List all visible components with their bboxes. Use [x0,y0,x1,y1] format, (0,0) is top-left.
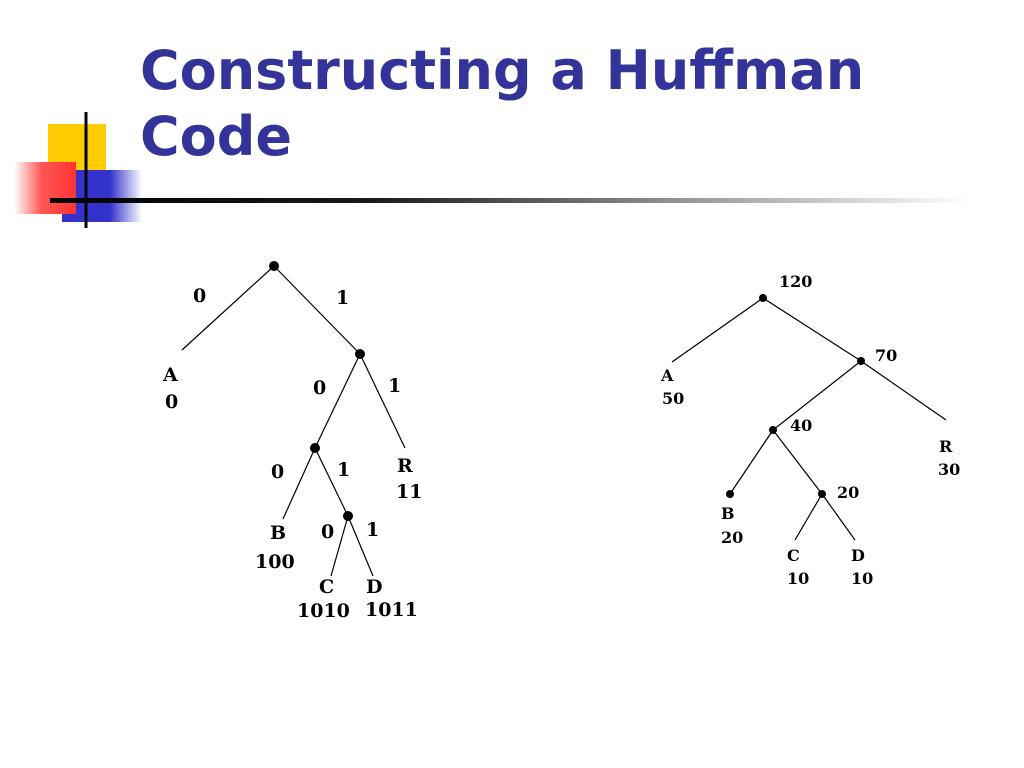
leaf-symbol: R [397,455,413,477]
leaf-symbol: C [319,576,334,598]
edge-label: 1 [366,519,379,541]
node-weight: 40 [790,416,812,435]
deco-red-square [14,162,76,214]
tree-node [355,349,365,359]
leaf-weight: 30 [938,460,960,479]
title-underline [50,198,970,203]
tree-edge [282,447,316,520]
tree-edge [794,493,823,541]
node-weight: 20 [837,483,859,502]
leaf-symbol: B [270,522,286,544]
leaf-symbol: A [660,366,674,385]
leaf-symbol: D [366,576,382,598]
tree-node [759,294,767,302]
leaf-weight: 10 [851,569,873,588]
leaf-weight: 10 [787,569,809,588]
tree-node [269,261,279,271]
leaf-code: 0 [165,391,178,413]
edge-label: 0 [193,285,206,307]
tree-edge [181,265,275,351]
leaf-symbol: A [162,364,178,386]
node-weight: 120 [779,272,812,291]
edge-label: 1 [337,459,350,481]
tree-edge [772,429,823,495]
tree-edge [671,297,764,363]
leaf-weight: 20 [721,528,743,547]
leaf-symbol: R [939,437,953,456]
tree-edge [729,429,774,495]
slide-title: Constructing a Huffman Code [140,39,865,168]
edge-label: 1 [388,375,401,397]
tree-node [769,426,777,434]
edge-label: 0 [313,377,326,399]
leaf-symbol: D [851,546,865,565]
tree-edge [821,493,856,541]
leaf-code: 1010 [297,600,350,622]
tree-edge [860,360,947,421]
edge-label: 0 [321,521,334,543]
tree-node [343,511,353,521]
tree-node [857,357,865,365]
edge-label: 1 [336,287,349,309]
leaf-code: 11 [396,481,422,503]
tree-edge [359,353,406,449]
title-decoration [14,112,142,228]
tree-edge [273,265,361,355]
tree-edge [330,515,349,577]
edge-label: 0 [271,461,284,483]
tree-node [818,490,826,498]
tree-edge [314,353,361,449]
tree-edge [772,360,862,431]
tree-edge [762,297,862,362]
leaf-code: 100 [255,551,295,573]
leaf-symbol: B [721,504,735,523]
leaf-code: 1011 [365,599,418,621]
tree-node [726,490,734,498]
leaf-symbol: C [787,546,800,565]
tree-edge [314,447,349,517]
tree-edge [347,515,374,577]
node-weight: 70 [875,346,897,365]
tree-node [310,443,320,453]
leaf-weight: 50 [662,389,684,408]
